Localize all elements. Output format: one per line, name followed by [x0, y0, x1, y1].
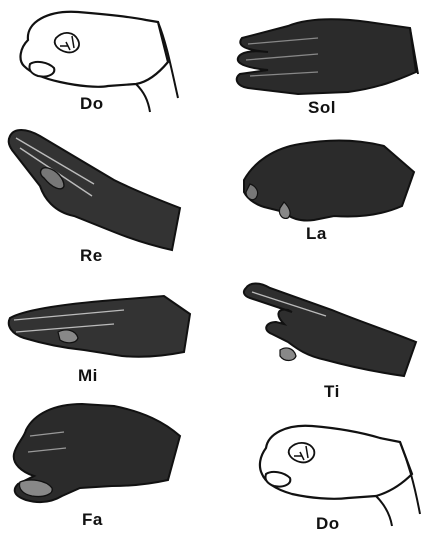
- sign-la: La: [234, 132, 419, 262]
- label-ti: Ti: [324, 382, 340, 402]
- label-fa: Fa: [82, 510, 103, 530]
- sign-do-bottom: Do: [250, 418, 422, 538]
- label-mi: Mi: [78, 366, 98, 386]
- sign-mi: Mi: [4, 288, 194, 398]
- label-do-bottom: Do: [316, 514, 340, 534]
- sign-sol: Sol: [228, 8, 423, 126]
- sign-fa: Fa: [4, 396, 184, 538]
- sign-ti: Ti: [236, 276, 421, 408]
- flat-hand-downward-icon: [4, 288, 194, 398]
- sign-re: Re: [4, 124, 186, 270]
- label-sol: Sol: [308, 98, 336, 118]
- sign-do-top: Do: [8, 2, 178, 127]
- label-do-top: Do: [80, 94, 104, 114]
- label-la: La: [306, 224, 327, 244]
- label-re: Re: [80, 246, 103, 266]
